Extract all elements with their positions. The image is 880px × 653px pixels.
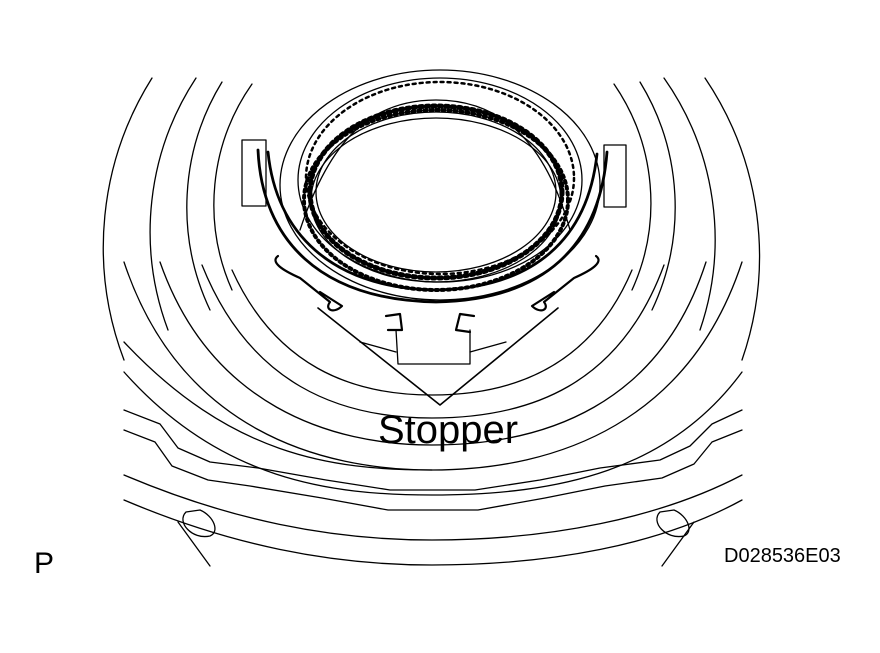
corner-mark: P: [34, 547, 55, 580]
toothed-hub: [279, 69, 601, 301]
center-tab: [359, 329, 507, 365]
callout-leaders: [317, 307, 559, 406]
stopper-callout-label: Stopper: [378, 408, 519, 452]
stopper-ends: [274, 254, 600, 334]
snap-ring: [256, 148, 609, 304]
concentric-rings: [123, 261, 743, 496]
outer-housing-arcs: [102, 77, 761, 361]
lower-flange: [123, 409, 743, 567]
figure-code: D028536E03: [724, 545, 841, 567]
